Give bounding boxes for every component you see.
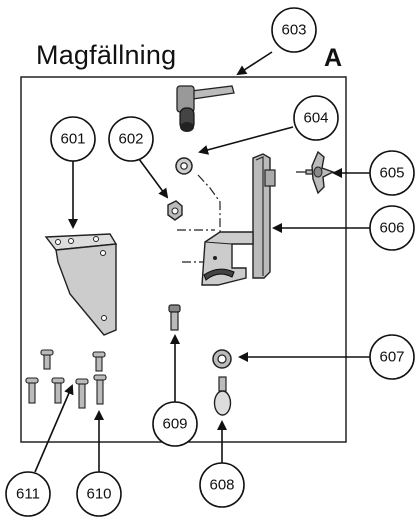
svg-text:611: 611 [16,486,40,503]
svg-text:603: 603 [281,22,306,39]
diagram-title: Magfällning [36,40,177,70]
svg-text:605: 605 [379,165,404,182]
svg-text:602: 602 [118,131,143,148]
svg-text:604: 604 [303,110,328,127]
svg-text:607: 607 [379,349,404,366]
callout-601: 601 [50,116,96,162]
arrow-603 [236,51,273,76]
callout-602: 602 [108,116,154,162]
screw-set-part [25,349,107,409]
callout-606: 606 [369,205,415,251]
clamp-lever-part [176,85,235,132]
svg-text:610: 610 [86,486,111,503]
corner-label: A [324,44,343,72]
svg-text:608: 608 [209,477,234,494]
arrow-602 [138,158,169,199]
svg-text:606: 606 [379,220,404,237]
callout-610: 610 [76,471,122,517]
star-knob-part [296,150,335,195]
hex-nut-part [167,200,183,221]
washer-part-604 [175,157,193,175]
assembly-center-lines [177,174,221,263]
callout-608: 608 [199,462,245,508]
callout-611: 611 [5,471,51,517]
callout-605: 605 [369,150,415,196]
callout-607: 607 [369,334,415,380]
leader-arrows [34,51,370,473]
svg-text:601: 601 [60,131,85,148]
angle-bracket-part [44,233,118,336]
svg-text:609: 609 [162,416,187,433]
callout-604: 604 [293,95,339,141]
arrow-604 [198,126,294,155]
small-bolt-part [168,304,181,331]
callout-609: 609 [152,401,198,447]
washer-part-607 [212,349,232,369]
fence-bracket-part [201,153,276,286]
callout-603: 603 [271,7,317,53]
arrow-611 [34,384,74,473]
knob-bolt-part [213,376,232,416]
